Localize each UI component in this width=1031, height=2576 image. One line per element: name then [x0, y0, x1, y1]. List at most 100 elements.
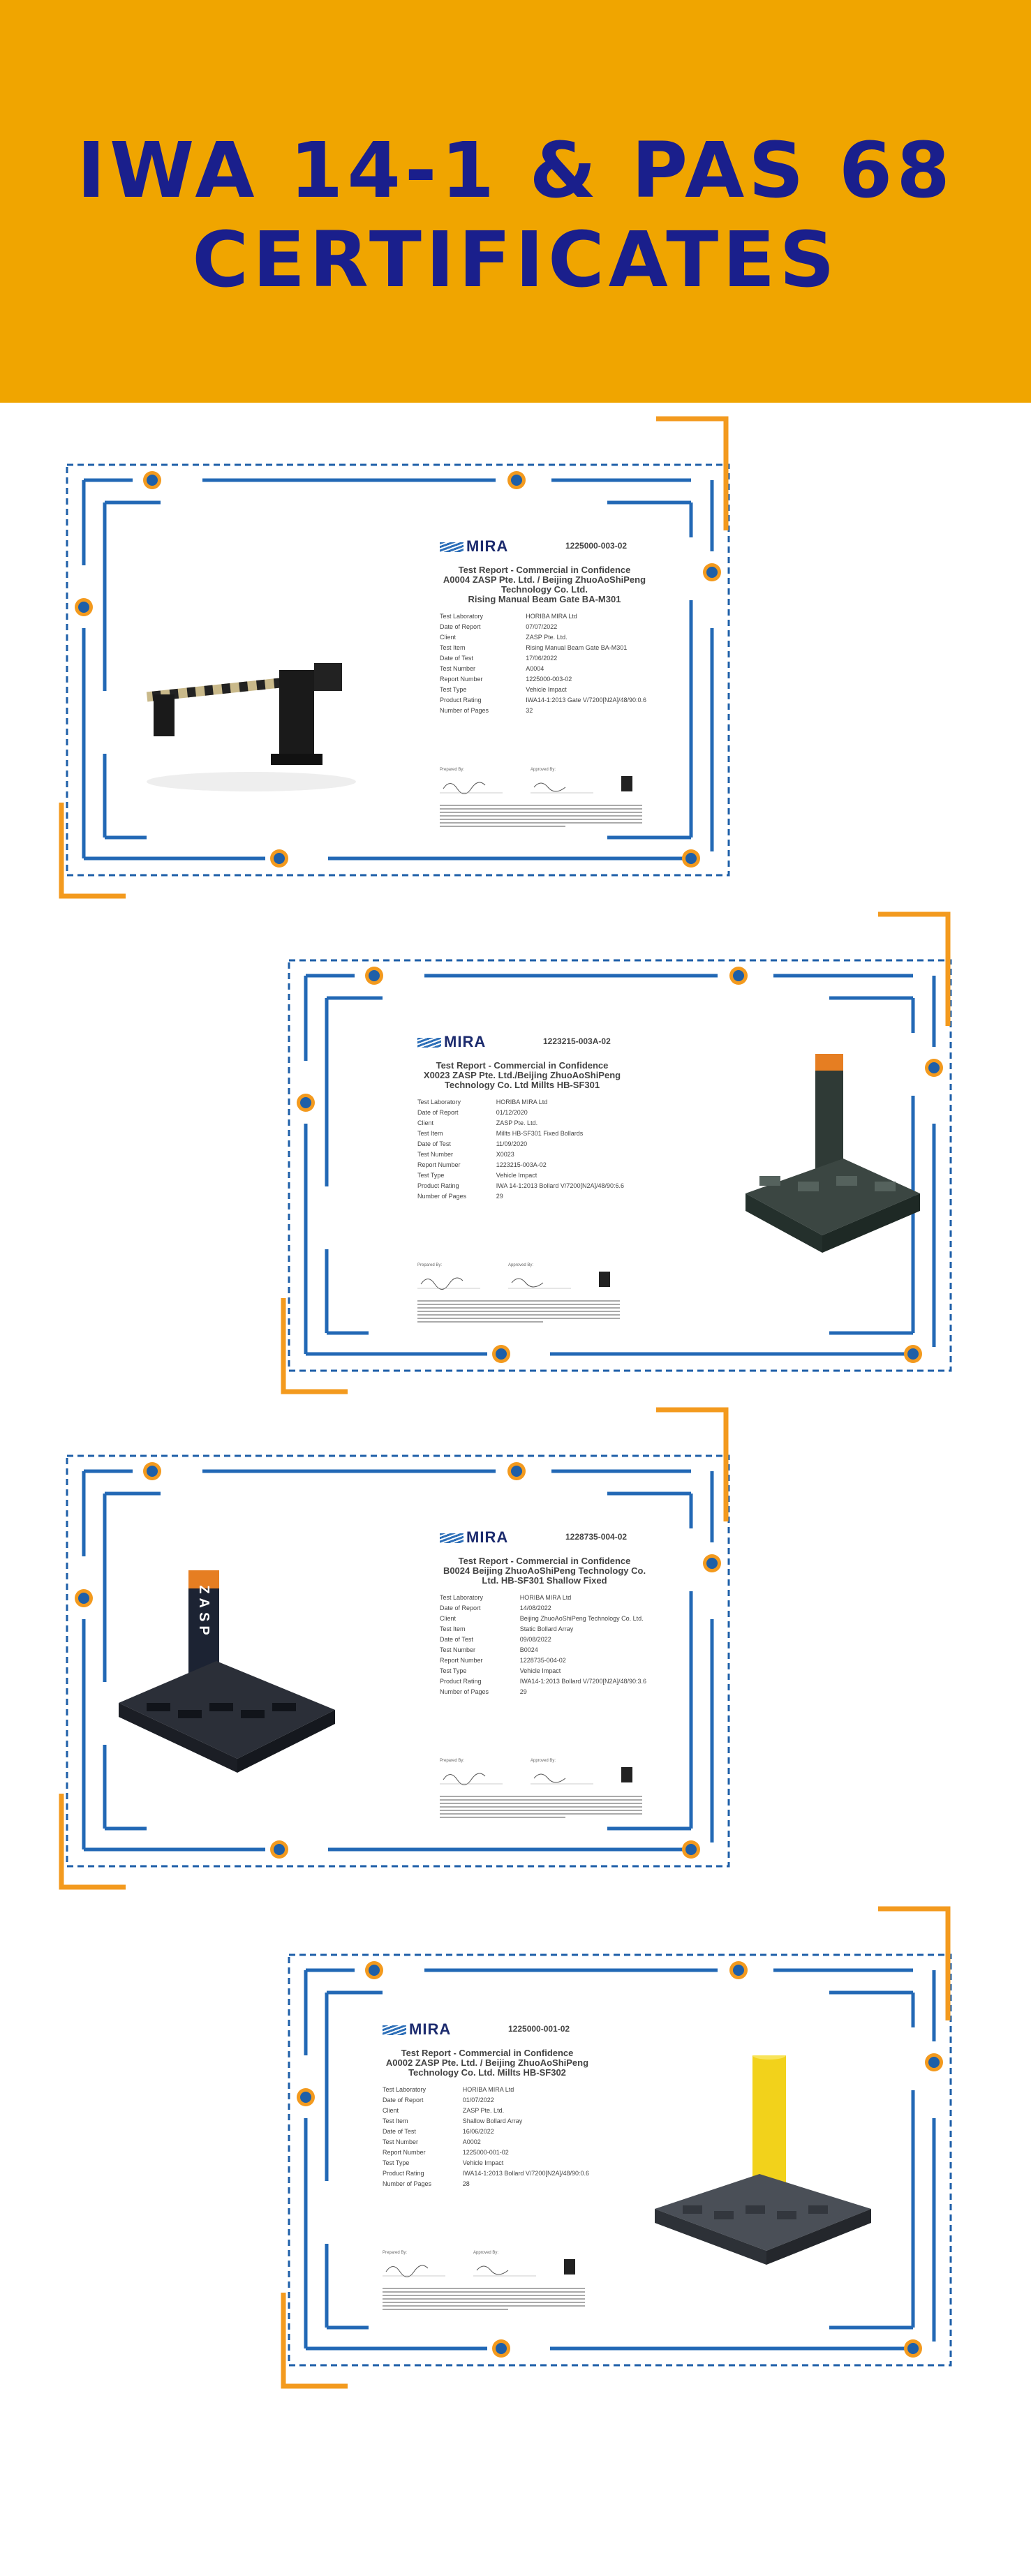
fine-print	[440, 805, 642, 827]
decorative-dot	[365, 1961, 383, 1979]
field-label: Test Item	[440, 644, 466, 651]
field-value: X0023	[496, 1151, 514, 1158]
field-value: 01/07/2022	[462, 2097, 494, 2104]
product-photo	[746, 1054, 920, 1253]
decorative-dot	[729, 1961, 748, 1979]
mira-logo: MIRA	[383, 2020, 451, 2039]
signatures	[383, 2259, 575, 2277]
report-title-line: B0024 Beijing ZhuoAoShiPeng Technology C…	[443, 1565, 646, 1576]
field-value: Rising Manual Beam Gate BA-M301	[526, 644, 628, 651]
field-label: Test Laboratory	[440, 1594, 484, 1601]
field-value: Vehicle Impact	[462, 2159, 504, 2166]
field-label: Product Rating	[417, 1182, 459, 1189]
field-value: ZASP Pte. Ltd.	[526, 634, 568, 641]
field-value: 16/06/2022	[462, 2128, 494, 2135]
field-value: 1225000-001-02	[462, 2149, 509, 2156]
report-title-line: Ltd. HB-SF301 Shallow Fixed	[482, 1575, 607, 1586]
report-title-line: Technology Co. Ltd. Millts HB-SF302	[408, 2067, 566, 2078]
mira-logo-icon	[440, 542, 463, 553]
table-row: Product Rating IWA 14-1:2013 Bollard V/72…	[417, 1181, 627, 1191]
logo-text: MIRA	[466, 537, 509, 555]
field-label: Number of Pages	[417, 1193, 467, 1200]
table-row: Test Type Vehicle Impact	[383, 2158, 592, 2168]
report-title-line: Test Report - Commercial in Confidence	[458, 1556, 631, 1566]
report-title-line: X0023 ZASP Pte. Ltd./Beijing ZhuoAoShiPe…	[423, 1070, 621, 1080]
field-label: Test Number	[383, 2138, 419, 2145]
field-label: Date of Test	[417, 1140, 451, 1147]
field-label: Client	[440, 634, 457, 641]
prepared-by-label: Prepared By:	[440, 768, 465, 772]
field-value: Vehicle Impact	[519, 1667, 561, 1674]
field-value: 14/08/2022	[519, 1605, 551, 1611]
field-label: Date of Test	[383, 2128, 416, 2135]
decorative-dot	[682, 849, 700, 868]
table-row: Report Number 1225000-001-02	[383, 2147, 592, 2158]
report-number: 1228735-004-02	[565, 1532, 628, 1542]
signatures	[417, 1272, 610, 1290]
field-label: Date of Report	[440, 623, 481, 630]
prepared-by-label: Prepared By:	[383, 2251, 408, 2255]
bollard-brand-text: ZASP	[196, 1585, 212, 1639]
field-label: Test Type	[440, 1667, 467, 1674]
title-banner: IWA 14-1 & PAS 68 CERTIFICATES	[0, 0, 1031, 403]
field-value: ZASP Pte. Ltd.	[462, 2107, 505, 2114]
field-label: Test Item	[440, 1625, 466, 1632]
field-label: Test Laboratory	[440, 613, 484, 620]
field-label: Number of Pages	[440, 1688, 489, 1695]
page-title-line2: CERTIFICATES	[192, 215, 839, 304]
field-label: Test Type	[440, 686, 467, 693]
field-value: HORIBA MIRA Ltd	[462, 2086, 514, 2093]
field-label: Client	[440, 1615, 457, 1622]
approved-by-label: Approved By:	[473, 2251, 499, 2255]
field-label: Report Number	[440, 676, 483, 683]
decorative-dot	[492, 1345, 510, 1363]
field-label: Report Number	[383, 2149, 426, 2156]
field-value: B0024	[519, 1646, 538, 1653]
decorative-dot	[297, 1094, 315, 1112]
field-value: Vehicle Impact	[496, 1172, 537, 1179]
field-value: HORIBA MIRA Ltd	[526, 613, 577, 620]
field-value: IWA 14-1:2013 Bollard V/7200[N2A]/48/90:…	[496, 1182, 624, 1189]
field-value: ZASP Pte. Ltd.	[496, 1119, 538, 1126]
decorative-dot	[904, 2339, 922, 2358]
field-value: IWA14-1:2013 Bollard V/7200[N2A]/48/90:0…	[462, 2170, 589, 2177]
report-title-line: Test Report - Commercial in Confidence	[458, 565, 631, 575]
field-value: 1225000-003-02	[526, 676, 572, 683]
report-title-line: Test Report - Commercial in Confidence	[436, 1060, 609, 1071]
field-label: Date of Test	[440, 1636, 473, 1643]
field-label: Report Number	[440, 1657, 483, 1664]
field-value: A0004	[526, 665, 544, 672]
decorative-dot	[925, 1059, 943, 1077]
field-label: Test Number	[417, 1151, 454, 1158]
mira-logo: MIRA	[440, 537, 508, 556]
field-value: HORIBA MIRA Ltd	[496, 1099, 548, 1105]
field-value: Beijing ZhuoAoShiPeng Technology Co. Ltd…	[519, 1615, 644, 1622]
decorative-frame	[281, 1906, 952, 2389]
logo-text: MIRA	[466, 1528, 509, 1546]
decorative-dot	[365, 967, 383, 985]
field-label: Test Type	[383, 2159, 410, 2166]
field-value: 1223215-003A-02	[496, 1161, 547, 1168]
decorative-dot	[143, 1462, 161, 1480]
decorative-dot	[270, 1840, 288, 1859]
logo-text: MIRA	[409, 2020, 452, 2038]
decorative-dot	[729, 967, 748, 985]
